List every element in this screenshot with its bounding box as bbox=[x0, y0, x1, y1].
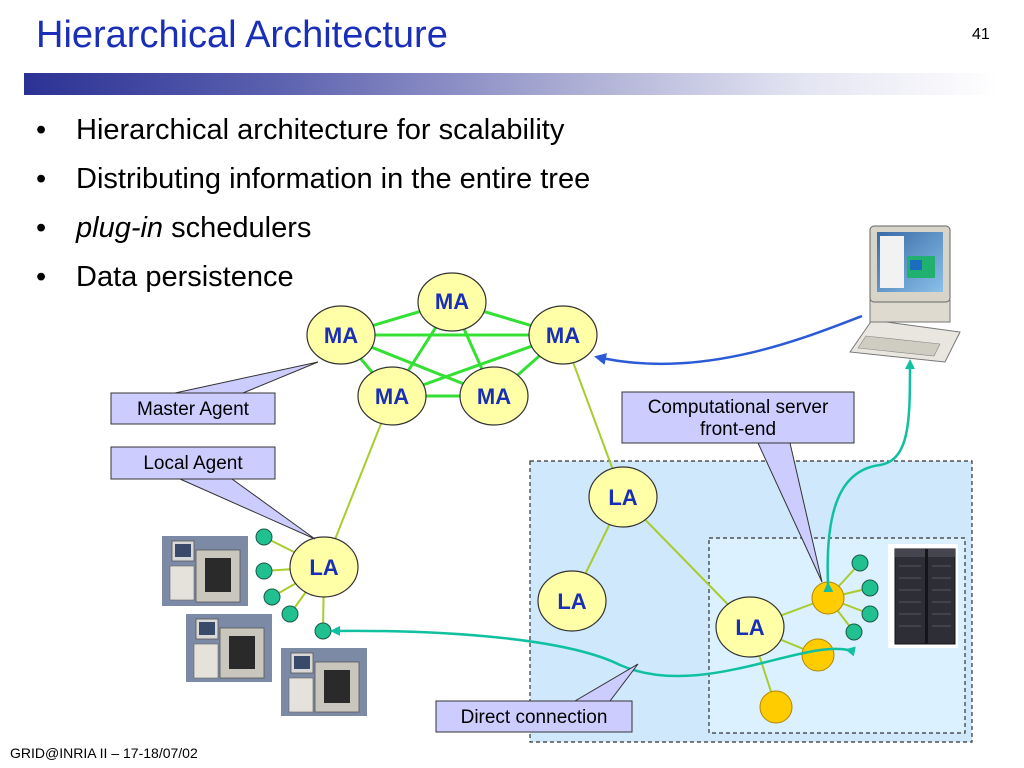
bullet-text: schedulers bbox=[163, 212, 312, 244]
ma-node bbox=[459, 366, 529, 426]
bullet-symbol: • bbox=[36, 163, 47, 195]
client-request-arrow bbox=[594, 314, 863, 366]
client-dot bbox=[255, 562, 273, 580]
ma-node bbox=[528, 305, 598, 365]
client-dot bbox=[861, 605, 879, 623]
bullet-item: • Hierarchical architecture for scalabili… bbox=[36, 108, 590, 157]
ma-node bbox=[357, 366, 427, 426]
client-dot bbox=[314, 622, 332, 640]
la-node-label: LA bbox=[608, 485, 637, 510]
server-node bbox=[801, 638, 835, 672]
la-node bbox=[289, 536, 359, 598]
la-node-label: LA bbox=[557, 589, 586, 614]
callout-label: front-end bbox=[700, 419, 776, 440]
callout-master-agent: Master Agent bbox=[110, 361, 319, 425]
local-agent-nodes: LA LA LA LA bbox=[289, 466, 785, 658]
callout-local-agent: Local Agent bbox=[110, 446, 316, 540]
server-to-client-arrow bbox=[823, 359, 915, 593]
bullet-list: • Hierarchical architecture for scalabili… bbox=[36, 108, 590, 304]
bullet-text: Distributing information in the entire t… bbox=[76, 163, 591, 195]
ma-node-label: MA bbox=[477, 384, 511, 409]
client-dot bbox=[281, 605, 299, 623]
bullet-italic-text: plug-in bbox=[76, 212, 164, 244]
server-tower-icon bbox=[888, 544, 958, 648]
ma-node-label: MA bbox=[324, 323, 358, 348]
ma-node-label: MA bbox=[546, 323, 580, 348]
la-node-label: LA bbox=[309, 555, 338, 580]
client-workstation-icon bbox=[849, 225, 961, 363]
callout-label: Local Agent bbox=[143, 453, 243, 474]
page-title: Hierarchical Architecture bbox=[36, 14, 448, 56]
ma-node bbox=[417, 272, 487, 332]
bullet-item: • Distributing information in the entire … bbox=[36, 157, 590, 206]
bullet-text: Hierarchical architecture for scalabilit… bbox=[76, 114, 565, 146]
slide-number: 41 bbox=[972, 26, 990, 43]
workstation-icon bbox=[281, 648, 367, 716]
la-node bbox=[588, 466, 658, 528]
master-agent-nodes: MA MA MA MA MA bbox=[306, 272, 598, 426]
callout-label: Master Agent bbox=[137, 399, 250, 420]
client-dot bbox=[851, 554, 869, 572]
client-dot bbox=[861, 579, 879, 597]
client-dot bbox=[845, 623, 863, 641]
bullet-symbol: • bbox=[36, 114, 47, 146]
ma-node-label: MA bbox=[435, 289, 469, 314]
bullet-item: • plug-in schedulers bbox=[36, 206, 590, 255]
callout-computational-server: Computational server front-end bbox=[621, 391, 855, 583]
title-underline-bar bbox=[24, 73, 1000, 95]
bullet-text: Data persistence bbox=[76, 261, 294, 293]
la-node-label: LA bbox=[735, 615, 764, 640]
callout-direct-connection: Direct connection bbox=[435, 663, 639, 733]
workstation-icon bbox=[186, 614, 272, 682]
direct-connection-arrow bbox=[330, 625, 856, 678]
callout-label: Direct connection bbox=[461, 707, 608, 728]
server-node bbox=[811, 581, 845, 615]
client-dot bbox=[263, 588, 281, 606]
slide-footer: GRID@INRIA II – 17-18/07/02 bbox=[10, 745, 198, 761]
server-node bbox=[759, 690, 793, 724]
bullet-symbol: • bbox=[36, 212, 47, 244]
ma-node-label: MA bbox=[375, 384, 409, 409]
callout-label: Computational server bbox=[648, 397, 829, 418]
workstation-icon bbox=[162, 536, 248, 606]
client-dot bbox=[255, 528, 273, 546]
ma-node bbox=[306, 305, 376, 365]
bullet-symbol: • bbox=[36, 261, 47, 293]
bullet-item: • Data persistence bbox=[36, 255, 590, 304]
